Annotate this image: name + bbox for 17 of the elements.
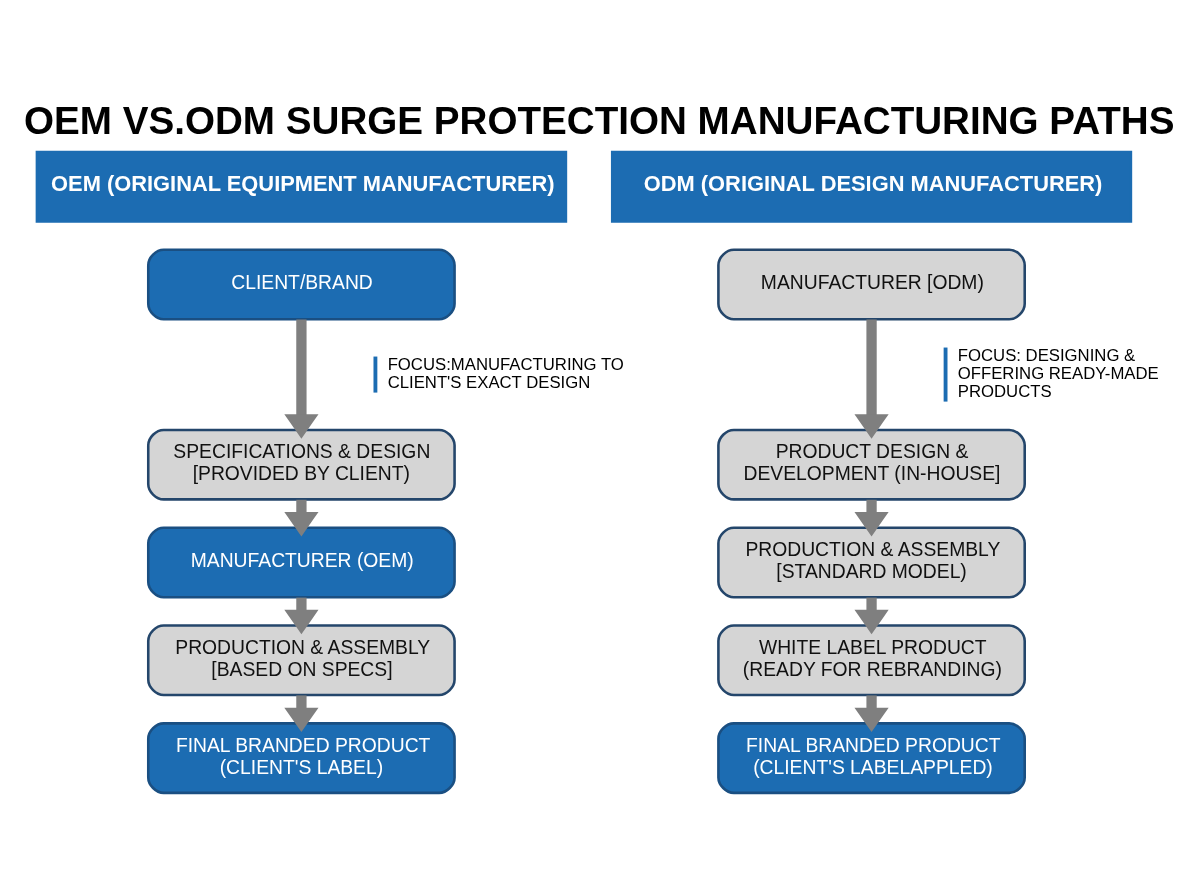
node-box: PRODUCTION & ASSEMBLY [BASED ON SPECS] — [146, 624, 456, 697]
label: FOCUS:MANUFACTURING TO CLIENT'S EXACT DESIGN — [387, 354, 624, 392]
label: FOCUS: DESIGNING & OFFERING READY-MADE PRODUCTS — [957, 345, 1159, 401]
node-box: OEM (ORIGINAL EQUIPMENT MANUFACTURER) — [35, 150, 568, 223]
arrow — [284, 319, 319, 439]
node-box: CLIENT/BRAND — [146, 248, 456, 321]
node-box: MANUFACTURER (OEM) — [146, 526, 456, 599]
node-box: FINAL BRANDED PRODUCT (CLIENT'S LABEL) — [146, 722, 456, 795]
node-box: FINAL BRANDED PRODUCT (CLIENT'S LABELAPPLED) — [717, 722, 1026, 795]
node-box: PRODUCTION & ASSEMBLY [STANDARD MODEL) — [717, 526, 1026, 599]
arrow — [854, 319, 889, 439]
node-box: PRODUCT DESIGN & DEVELOPMENT (IN-HOUSE] — [717, 428, 1026, 501]
node-box: MANUFACTURER [ODM) — [717, 248, 1026, 321]
node-box: SPECIFICATIONS & DESIGN [PROVIDED BY CLIENT) — [146, 428, 456, 501]
node-box: ODM (ORIGINAL DESIGN MANUFACTURER) — [610, 150, 1133, 223]
diagram-title: OEM VS.ODM SURGE PROTECTION MANUFACTURING PATHS — [24, 98, 1175, 142]
node-box: WHITE LABEL PRODUCT (READY FOR REBRANDING) — [717, 624, 1026, 697]
